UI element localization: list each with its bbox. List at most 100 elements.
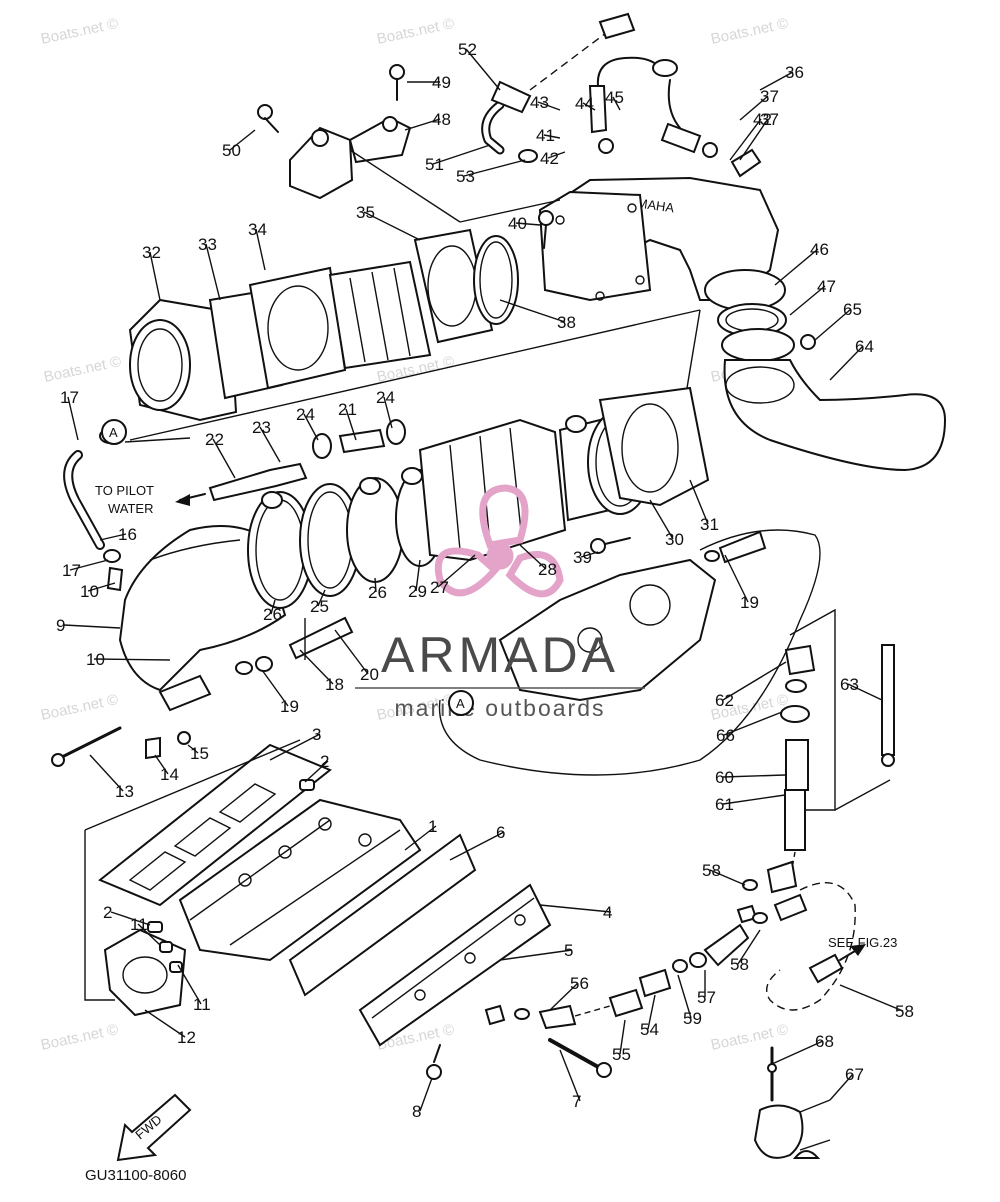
callout-number: 41 [536, 126, 555, 145]
watermark: Boats.net © [709, 1021, 789, 1054]
callout-number: 12 [177, 1028, 196, 1047]
fitting [660, 122, 702, 154]
dowel-pin [169, 961, 183, 973]
leader-line [110, 911, 151, 926]
small-clamp [518, 149, 538, 163]
leader-line [69, 559, 109, 571]
armada-logo: ARMADA marine outboards [355, 484, 645, 721]
cap [784, 644, 816, 676]
callout-number: 7 [572, 1092, 581, 1111]
washer [177, 731, 191, 745]
callout-number: 35 [356, 203, 375, 222]
leader-line [723, 711, 783, 736]
clamp [261, 491, 283, 509]
nipple [255, 656, 273, 672]
leader-line [144, 1009, 186, 1038]
callout-number: 55 [612, 1045, 631, 1064]
watermark: Boats.net © [39, 1021, 119, 1054]
exhaust-manifold [178, 798, 422, 962]
callout-number: 24 [376, 388, 395, 407]
outlet-flange [598, 386, 710, 507]
leader-line [739, 118, 769, 161]
loop-hose [766, 882, 856, 1011]
clamp-band [721, 328, 795, 362]
callout-number: 10 [80, 582, 99, 601]
leader-line [647, 994, 656, 1030]
outlet-hose-assembly [704, 269, 947, 472]
leader-line [269, 733, 321, 761]
y-joint [703, 923, 750, 967]
probe-tip [881, 753, 895, 767]
callout-number: 64 [855, 337, 874, 356]
callout-number: 11 [193, 995, 211, 1014]
brand-name: ARMADA [381, 627, 619, 683]
clamp [103, 549, 121, 563]
probe-pipe [881, 644, 895, 756]
leader-line [345, 408, 357, 441]
callout-number: 34 [248, 220, 267, 239]
leader-line [149, 251, 161, 301]
watermark: Boats.net © [39, 691, 119, 724]
bracket-hole [311, 129, 329, 147]
leader-line [814, 308, 852, 341]
bracket-hole [382, 116, 398, 132]
callout-number: 28 [538, 560, 557, 579]
bolt-head [538, 210, 554, 226]
callout-labels: 1223456789101011111213141516171718191920… [56, 40, 914, 1121]
leader-line [93, 658, 171, 661]
hose-fitting [490, 80, 532, 114]
leader-line [261, 669, 289, 707]
callout-number: 43 [530, 93, 549, 112]
leader-line [463, 159, 526, 177]
hose-fitting [718, 530, 767, 564]
leader-line [580, 551, 599, 558]
callout-number: 68 [815, 1032, 834, 1051]
dowel-pin [159, 941, 173, 953]
leader-line [419, 1077, 433, 1112]
leader-line [537, 101, 561, 111]
callout-number: 9 [56, 616, 65, 635]
fitting-cap [598, 138, 614, 154]
callout-number: 63 [840, 675, 859, 694]
leader-line [259, 426, 281, 463]
callout-number: 27 [430, 578, 449, 597]
callout-number: 38 [557, 313, 576, 332]
callout-number: 58 [895, 1002, 914, 1021]
muffler-flange [248, 266, 347, 390]
leader-line [729, 118, 762, 161]
hose-piece [638, 968, 672, 998]
fitting [730, 148, 762, 178]
callout-number: 49 [432, 73, 451, 92]
callout-number: 21 [338, 400, 357, 419]
clamp [312, 433, 332, 459]
leader-line [212, 438, 236, 479]
washer [785, 679, 807, 693]
drain-fitting [158, 674, 212, 712]
hose-segment [588, 85, 608, 134]
manifold-cover [358, 883, 552, 1047]
callout-number: 39 [573, 548, 592, 567]
leader-line [649, 499, 674, 540]
assembly-bracket-line [84, 830, 115, 1001]
cylinder-head-cover [498, 558, 717, 702]
leader-lines [63, 48, 904, 1112]
dowel-pin [299, 779, 315, 791]
ref-a-label: A [456, 696, 465, 711]
leader-line [519, 544, 547, 570]
hose-piece [773, 893, 808, 922]
leader-line [255, 228, 266, 271]
leader-line [737, 929, 761, 965]
upper-exhaust-assembly: YAMAHA [257, 12, 780, 302]
leader-line [465, 48, 501, 91]
leader-line [619, 1019, 626, 1055]
callout-number: 58 [702, 861, 721, 880]
clamp [359, 477, 381, 495]
callout-number: 24 [296, 405, 315, 424]
callout-number: 37 [760, 87, 779, 106]
callout-number: 40 [508, 214, 527, 233]
dowel-pin [147, 921, 163, 933]
callout-number: 37 [760, 110, 779, 129]
see-fig-note: SEE FIG.23 [828, 935, 897, 950]
callout-number: 47 [817, 277, 836, 296]
